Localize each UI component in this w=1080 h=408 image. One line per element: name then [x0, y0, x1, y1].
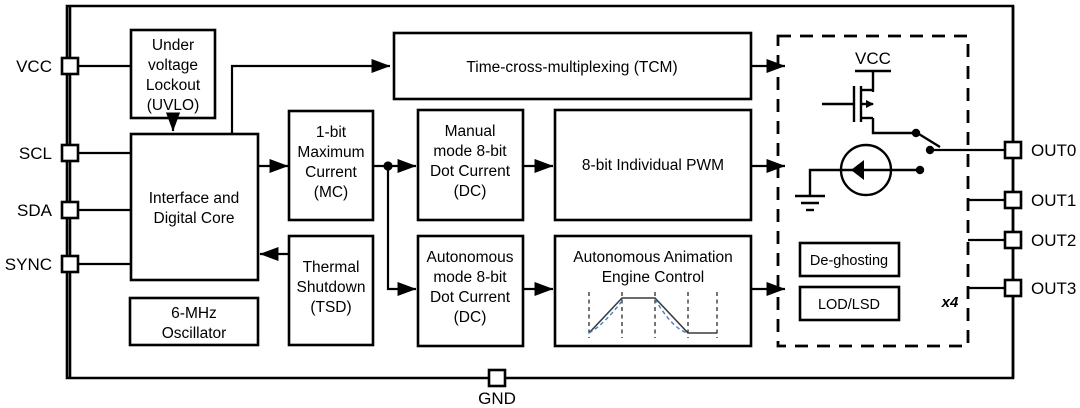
replication-label: x4: [941, 294, 959, 311]
block-oscillator: 6-MHz Oscillator: [128, 296, 260, 347]
pin-sda: SDA: [17, 200, 131, 220]
block-interface-line1: Interface and: [149, 190, 239, 207]
block-tcm-box: [392, 31, 753, 101]
pin-label-out1: OUT1: [1031, 191, 1076, 210]
wire-mc-to-auto-dc: [386, 166, 417, 297]
pin-square-gnd: [487, 368, 507, 388]
pin-square-out1: [1003, 190, 1023, 210]
block-animation-engine: Autonomous Animation Engine Control: [553, 234, 753, 348]
pin-square-out0: [1003, 140, 1023, 160]
pin-square-sda: [60, 200, 80, 220]
block-manual-dot-current: Manual mode 8-bit Dot Current (DC): [416, 108, 525, 222]
block-tsd-box: [287, 234, 375, 347]
spdt-switch-icon: [911, 128, 941, 155]
block-pwm-line1: 8-bit Individual PWM: [582, 157, 724, 174]
pin-label-sync: SYNC: [5, 255, 52, 274]
pin-square-out2: [1003, 230, 1023, 250]
block-manual-dc-line2: mode 8-bit: [433, 143, 507, 160]
block-animation-box: [553, 234, 753, 348]
pin-label-out0: OUT0: [1031, 141, 1076, 160]
pin-out0: OUT0: [930, 140, 1076, 160]
pin-label-gnd: GND: [478, 389, 516, 408]
block-mc-line2: Maximum: [297, 144, 364, 161]
block-oscillator-box: [128, 296, 260, 347]
block-auto-dc-line2: mode 8-bit: [433, 269, 507, 286]
pin-square-vcc: [60, 56, 80, 76]
block-manual-dc-line4: (DC): [454, 183, 487, 200]
block-de-ghosting-label: De-ghosting: [810, 253, 888, 269]
pin-label-out2: OUT2: [1031, 231, 1076, 250]
output-stage-dashed-boundary: [776, 34, 970, 348]
block-uvlo-line3: Lockout: [146, 77, 201, 94]
block-auto-dc-line4: (DC): [454, 309, 487, 326]
block-interface-line2: Digital Core: [154, 210, 235, 227]
block-animation-line2: Engine Control: [602, 269, 705, 286]
block-tcm: Time-cross-multiplexing (TCM): [392, 31, 753, 101]
pmos-transistor-icon: [822, 86, 916, 135]
animation-waveform-icon: [588, 292, 718, 338]
pin-out1: OUT1: [968, 190, 1076, 210]
current-source-arrow: [851, 160, 864, 180]
block-mc-line4: (MC): [314, 184, 348, 201]
wire-core-to-tcm: [230, 58, 391, 134]
block-uvlo-box: [129, 28, 217, 120]
block-uvlo: Under voltage Lockout (UVLO): [129, 28, 217, 120]
block-mc-line3: Current: [305, 164, 357, 181]
block-de-ghosting: De-ghosting: [798, 241, 901, 278]
block-mc-box: [287, 109, 375, 222]
block-thermal-shutdown: Thermal Shutdown (TSD): [287, 234, 375, 347]
block-oscillator-line2: Oscillator: [162, 325, 227, 342]
block-mc-line1: 1-bit: [316, 124, 347, 141]
switch-blade: [913, 129, 941, 149]
block-tsd-line1: Thermal: [303, 259, 360, 276]
switch-pole-bottom: [925, 145, 935, 155]
block-uvlo-line2: voltage: [148, 57, 198, 74]
block-individual-pwm: 8-bit Individual PWM: [553, 108, 753, 222]
pin-label-vcc: VCC: [16, 57, 52, 76]
block-auto-dc-box: [416, 234, 525, 348]
pin-square-scl: [60, 143, 80, 163]
pin-label-scl: SCL: [19, 144, 52, 163]
pin-label-out3: OUT3: [1031, 279, 1076, 298]
pin-out2: OUT2: [968, 230, 1076, 250]
block-manual-dc-line1: Manual: [445, 123, 496, 140]
block-lod-lsd-box: [798, 285, 901, 322]
current-source-node: [915, 165, 925, 175]
block-max-current: 1-bit Maximum Current (MC): [287, 109, 375, 222]
block-tsd-line3: (TSD): [310, 299, 351, 316]
block-interface-digital-core: Interface and Digital Core: [129, 132, 260, 282]
block-tsd-line2: Shutdown: [297, 279, 366, 296]
block-pwm-box: [553, 108, 753, 222]
block-oscillator-line1: 6-MHz: [171, 305, 217, 322]
pin-sync: SYNC: [5, 254, 131, 274]
pin-square-out3: [1003, 278, 1023, 298]
block-manual-dc-box: [416, 108, 525, 222]
pin-out3: OUT3: [968, 278, 1076, 298]
ground-symbol-icon: [795, 194, 825, 212]
block-auto-dc-line1: Autonomous: [426, 249, 513, 266]
block-interface-box: [129, 132, 260, 282]
block-manual-dc-line3: Dot Current: [430, 163, 511, 180]
pin-square-sync: [60, 254, 80, 274]
block-uvlo-line1: Under: [152, 37, 194, 54]
pin-scl: SCL: [19, 143, 131, 163]
output-stage-vcc-label: VCC: [855, 49, 891, 68]
pin-gnd: GND: [478, 368, 516, 408]
block-uvlo-line4: (UVLO): [147, 97, 200, 114]
current-source-icon: [808, 143, 925, 197]
block-auto-dc-line3: Dot Current: [430, 289, 511, 306]
block-lod-lsd-label: LOD/LSD: [818, 297, 880, 313]
pin-vcc: VCC: [16, 56, 131, 76]
pin-label-sda: SDA: [17, 201, 53, 220]
block-tcm-line1: Time-cross-multiplexing (TCM): [466, 59, 677, 76]
block-lod-lsd: LOD/LSD: [798, 285, 901, 322]
block-autonomous-dot-current: Autonomous mode 8-bit Dot Current (DC): [416, 234, 525, 348]
block-de-ghosting-box: [798, 241, 901, 278]
pmos-body-arrow: [866, 100, 874, 108]
block-animation-line1: Autonomous Animation: [573, 249, 732, 266]
